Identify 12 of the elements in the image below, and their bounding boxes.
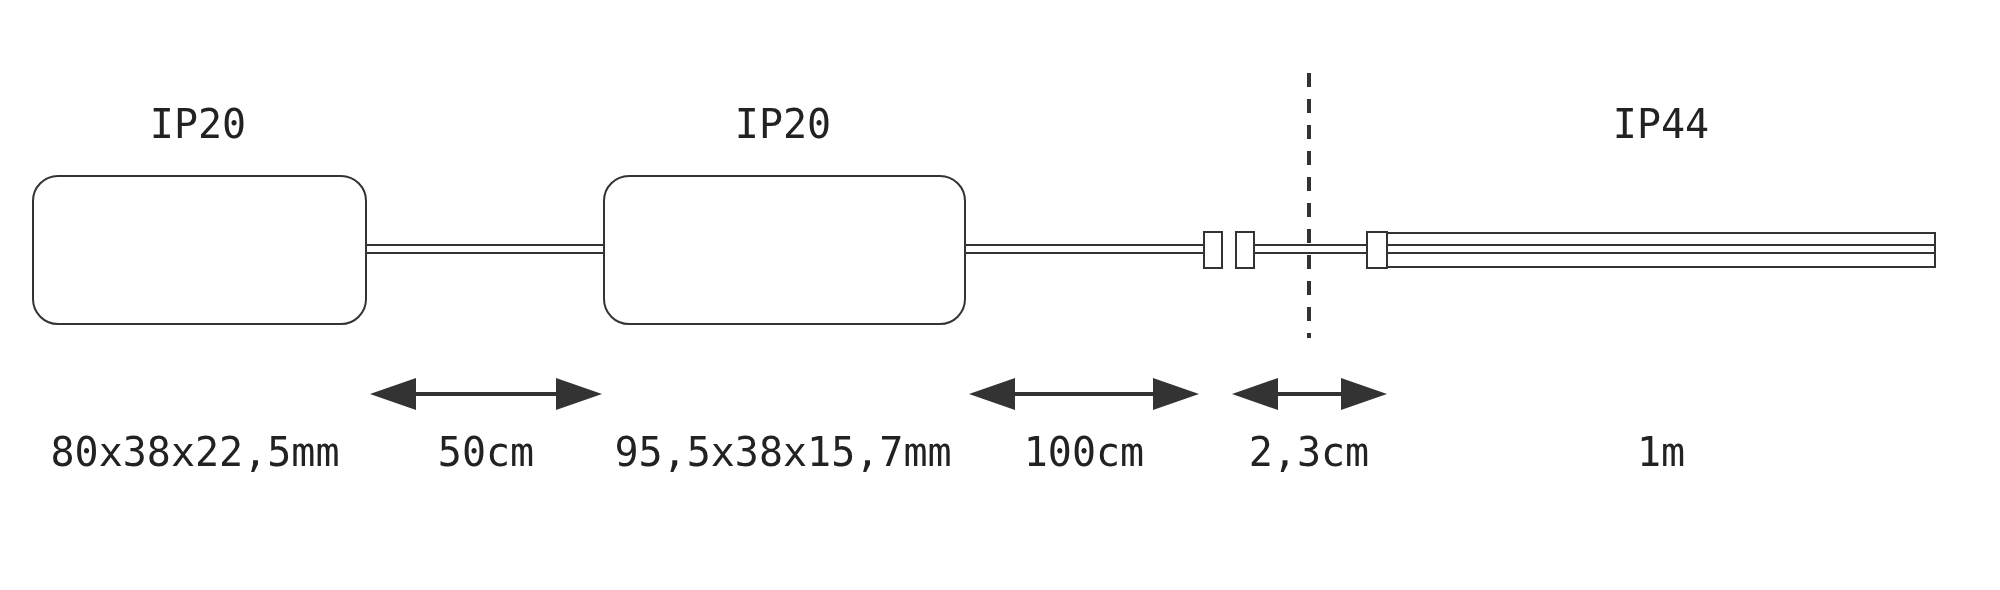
protection-rating: IP20 [149, 100, 247, 148]
protection-rating: IP20 [734, 100, 832, 148]
dimension-label: 80x38x22,5mm [50, 428, 340, 476]
protection-rating: IP44 [1612, 100, 1710, 148]
dimension-label: 2,3cm [1248, 428, 1370, 476]
dimension-label: 1m [1636, 428, 1686, 476]
dimension-label: 100cm [1023, 428, 1145, 476]
cable [1254, 244, 1367, 254]
cable [366, 244, 604, 254]
cable [965, 244, 1204, 254]
dimension-label: 95,5x38x15,7mm [614, 428, 952, 476]
dimension-label: 50cm [437, 428, 535, 476]
